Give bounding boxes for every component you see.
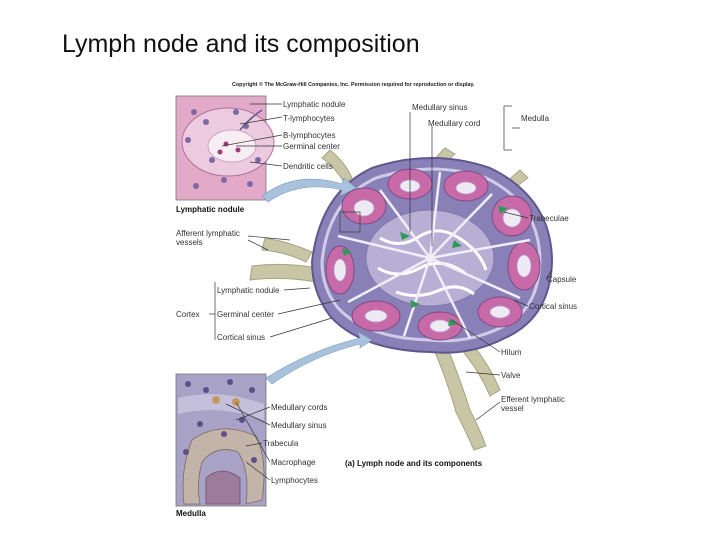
nodule-callout-arrow bbox=[261, 177, 357, 203]
label-capsule: Capsule bbox=[547, 275, 577, 284]
copyright-notice: Copyright © The McGraw-Hill Companies, I… bbox=[232, 82, 475, 88]
label-medulla: Medulla bbox=[521, 114, 550, 123]
inset-label-medulla: Medulla bbox=[176, 509, 206, 518]
label-b-lymphocytes: B-lymphocytes bbox=[283, 131, 335, 140]
diagram-labels: Lymphatic nodule T-lymphocytes B-lymphoc… bbox=[176, 100, 577, 518]
lymph-flow-arrows bbox=[342, 206, 508, 326]
label-medullary-sinus-top: Medullary sinus bbox=[412, 103, 468, 112]
label-cortex-germinal-center: Germinal center bbox=[217, 310, 274, 319]
label-medullary-sinus-bottom: Medullary sinus bbox=[271, 421, 327, 430]
label-medullary-cord-top: Medullary cord bbox=[428, 119, 480, 128]
label-lymphocytes: Lymphocytes bbox=[271, 476, 318, 485]
leader-lines bbox=[209, 103, 553, 481]
label-cortex: Cortex bbox=[176, 310, 200, 319]
label-hilum: Hilum bbox=[501, 348, 522, 357]
label-efferent-line2: vessel bbox=[501, 404, 524, 413]
label-macrophage: Macrophage bbox=[271, 458, 316, 467]
label-medullary-cords: Medullary cords bbox=[271, 403, 327, 412]
label-lymphatic-nodule: Lymphatic nodule bbox=[283, 100, 346, 109]
lymph-node bbox=[310, 157, 554, 354]
label-valve: Valve bbox=[501, 371, 521, 380]
label-trabeculae: Trabeculae bbox=[529, 214, 569, 223]
label-germinal-center-top: Germinal center bbox=[283, 142, 340, 151]
label-cortical-sinus-right: Cortical sinus bbox=[529, 302, 577, 311]
inset-label-lymphatic-nodule: Lymphatic nodule bbox=[176, 205, 245, 214]
label-cortex-lymphatic-nodule: Lymphatic nodule bbox=[217, 286, 280, 295]
label-efferent-line1: Efferent lymphatic bbox=[501, 395, 565, 404]
label-t-lymphocytes: T-lymphocytes bbox=[283, 114, 335, 123]
label-afferent-line1: Afferent lymphatic bbox=[176, 229, 240, 238]
label-trabecula: Trabecula bbox=[263, 439, 299, 448]
lymphatic-nodule-inset bbox=[175, 95, 275, 201]
slide-title: Lymph node and its composition bbox=[62, 30, 420, 58]
nodule-callout-box bbox=[339, 211, 361, 233]
label-dendritic-cells: Dendritic cells bbox=[283, 162, 333, 171]
label-afferent-line2: vessels bbox=[176, 238, 203, 247]
figure-caption: (a) Lymph node and its components bbox=[345, 459, 483, 468]
label-cortex-cortical-sinus: Cortical sinus bbox=[217, 333, 265, 342]
medulla-inset bbox=[175, 373, 267, 507]
trabeculae bbox=[337, 171, 531, 339]
medulla-callout-arrow bbox=[265, 331, 373, 385]
